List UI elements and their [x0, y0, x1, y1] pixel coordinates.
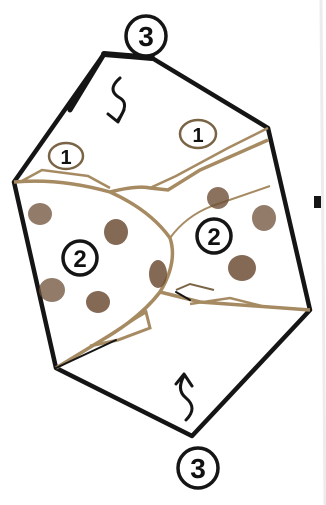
dot [228, 255, 256, 281]
panel-label-left: 2 [73, 246, 86, 273]
flap-badge-left: 1 [49, 143, 83, 169]
dot [149, 260, 167, 288]
dot [39, 278, 65, 302]
dot [252, 205, 276, 231]
dot [207, 187, 229, 209]
dot [104, 219, 128, 245]
flap-label-right: 1 [192, 125, 203, 147]
flap-label-left: 1 [60, 147, 71, 169]
dot [86, 291, 110, 313]
step-badge-top: 3 [126, 16, 166, 56]
step-label-bottom: 3 [190, 453, 206, 484]
panel-badge-left: 2 [63, 241, 97, 275]
panel-badge-right: 2 [197, 219, 231, 253]
step-label-top: 3 [138, 21, 154, 52]
panel-label-right: 2 [207, 224, 220, 251]
flap-badge-right: 1 [180, 120, 216, 148]
step-badge-bottom: 3 [178, 448, 218, 488]
dot [28, 203, 52, 225]
edge-mark [314, 196, 321, 208]
